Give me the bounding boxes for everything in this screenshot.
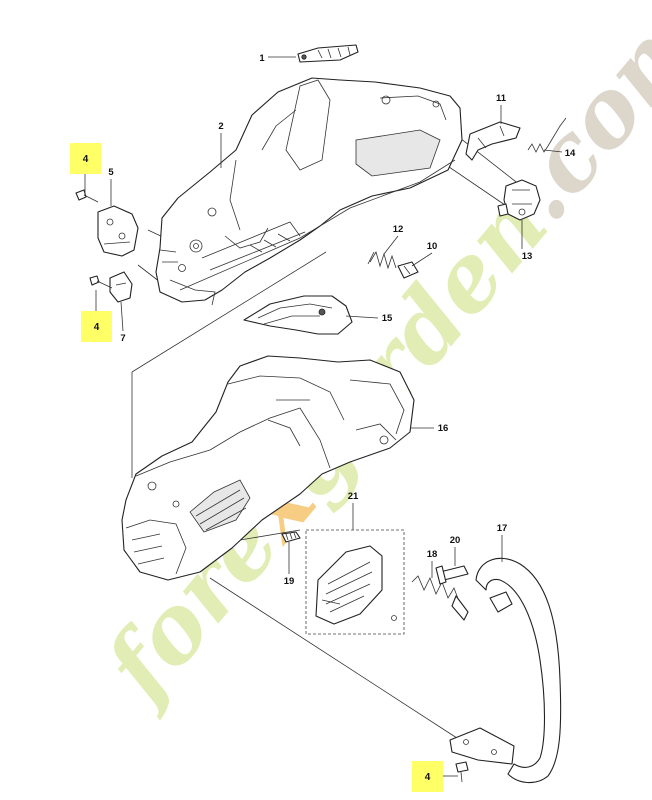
part-14-spring: [527, 117, 567, 153]
part-13-trigger-assembly: [497, 179, 541, 221]
part-label-17: 17: [497, 523, 508, 534]
part-5-bracket: [75, 189, 139, 257]
part-label-13: 13: [522, 251, 533, 262]
part-callouts: 1 2 5 7 10 11 12 13 14 15 16 17 18 19 20…: [108, 53, 576, 587]
part-label-10: 10: [427, 241, 438, 252]
part-16-housing-shell: [121, 355, 415, 581]
part-label-16: 16: [438, 423, 449, 434]
part-label-1: 1: [259, 53, 265, 64]
part-10-button: [397, 261, 419, 279]
ref-highlight-box: [412, 761, 443, 792]
ref-highlight-box: [81, 311, 112, 342]
part-label-2: 2: [218, 121, 223, 132]
ref-label-4-middle: 4: [94, 322, 100, 333]
part-label-11: 11: [496, 93, 507, 104]
part-2-crankcase-housing: [155, 77, 463, 306]
part-18-spring: [411, 575, 469, 621]
part-15-shroud: [243, 295, 353, 335]
part-21-dashed-box: [305, 529, 405, 635]
part-21-filter-cover: [305, 529, 405, 635]
highlighted-refs: 4 4 4: [70, 143, 458, 792]
part-20-bolt: [435, 565, 469, 585]
ref-label-4-bottom: 4: [425, 772, 431, 783]
part-11-lever: [465, 121, 521, 161]
part-7-clip: [89, 271, 133, 303]
part-17-front-handle: [449, 557, 562, 784]
part-label-21: 21: [348, 491, 359, 502]
part-label-14: 14: [565, 148, 576, 159]
ref-highlight-box: [70, 143, 101, 174]
part-12-spring: [367, 251, 397, 270]
part-label-7: 7: [120, 333, 125, 344]
part-label-20: 20: [450, 535, 461, 546]
part-19-screw: [281, 531, 301, 543]
part-label-15: 15: [382, 313, 393, 324]
part-label-12: 12: [393, 224, 404, 235]
part-label-5: 5: [108, 167, 114, 178]
part-label-18: 18: [427, 549, 438, 560]
part-label-19: 19: [284, 576, 295, 587]
part-1-top-cover: [297, 44, 359, 63]
ref-label-4-top: 4: [83, 154, 89, 165]
